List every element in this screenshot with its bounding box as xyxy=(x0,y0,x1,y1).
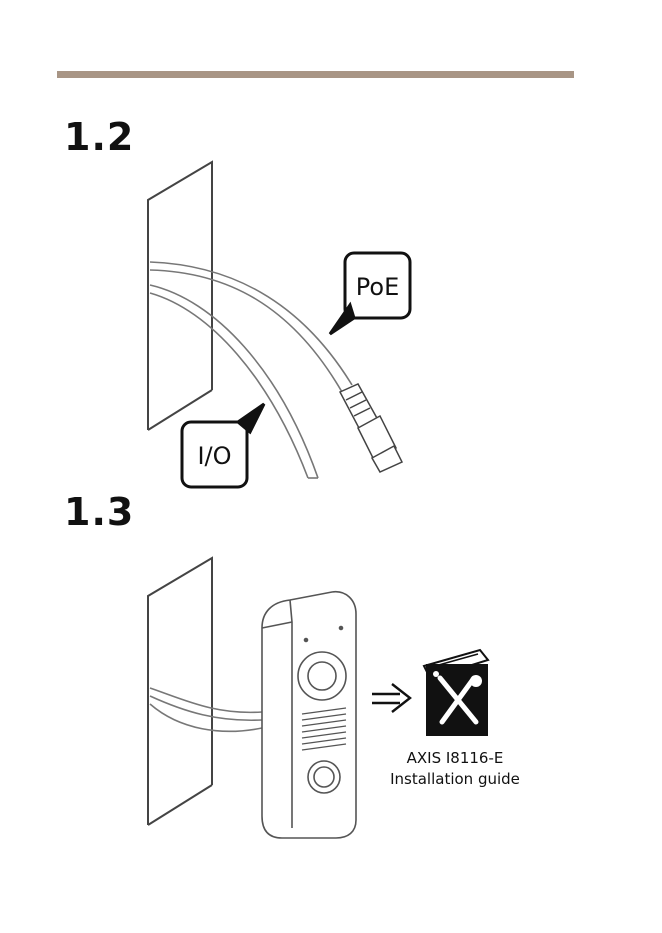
rj45-connector-icon xyxy=(340,384,402,472)
arrow-right-icon xyxy=(372,684,410,712)
cables-2 xyxy=(150,688,262,731)
intercom-device-icon xyxy=(262,592,356,838)
wall-frame-2-icon xyxy=(148,558,212,825)
wall-frame-icon xyxy=(148,162,212,430)
guide-caption: AXIS I8116-E Installation guide xyxy=(380,748,530,790)
guide-title: Installation guide xyxy=(380,769,530,790)
installation-guide-booklet-icon xyxy=(424,650,488,736)
io-label: I/O xyxy=(182,442,247,470)
step-number-1-2: 1.2 xyxy=(64,118,134,156)
guide-model: AXIS I8116-E xyxy=(380,748,530,769)
top-rule xyxy=(57,71,574,78)
poe-label: PoE xyxy=(345,273,410,301)
cable-poe xyxy=(150,262,352,392)
step-number-1-3: 1.3 xyxy=(64,493,134,531)
